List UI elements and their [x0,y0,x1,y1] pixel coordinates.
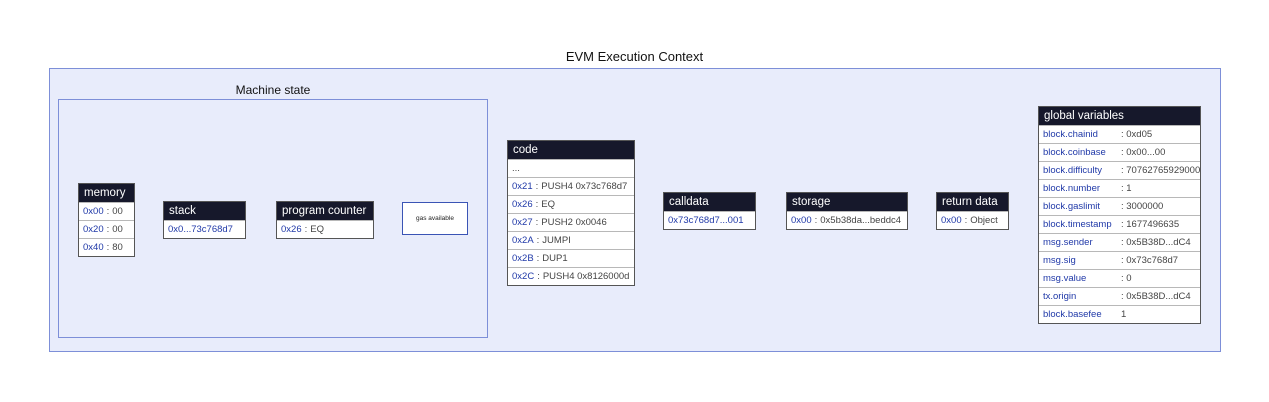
calldata-row: 0x73c768d7...001 [664,211,755,229]
calldata-header: calldata [664,193,755,211]
code-row: 0x2A:JUMPI [508,231,634,249]
memory-value: 00 [112,206,123,217]
code-row: 0x21:PUSH4 0x73c768d7 [508,177,634,195]
program-counter-row: 0x26:EQ [277,220,373,238]
memory-value: 80 [112,242,123,253]
memory-row: 0x00:00 [79,202,134,220]
storage-table: storage 0x00:0x5b38da...beddc4 [786,192,908,230]
code-offset: 0x27 [512,217,533,228]
code-opcode: PUSH4 0x73c768d7 [541,181,628,192]
code-offset: 0x2A [512,235,534,246]
storage-row: 0x00:0x5b38da...beddc4 [787,211,907,229]
memory-key: 0x40 [83,242,104,253]
global-variable-row: block.basefee 1 [1039,305,1200,323]
code-row: ... [508,159,634,177]
calldata-value: 0x73c768d7...001 [668,215,744,226]
global-variable-row: msg.value : 0 [1039,269,1200,287]
memory-header: memory [79,184,134,202]
memory-row: 0x40:80 [79,238,134,256]
program-counter-header: program counter [277,202,373,220]
return-data-value: Object [970,215,998,226]
stack-header: stack [164,202,245,220]
global-variable-value: : 0x73c768d7 [1121,255,1179,266]
code-offset: 0x21 [512,181,533,192]
code-offset: 0x2B [512,253,534,264]
program-counter-key: 0x26 [281,224,302,235]
global-variable-row: block.number : 1 [1039,179,1200,197]
code-row: 0x2B:DUP1 [508,249,634,267]
code-header: code [508,141,634,159]
global-variable-row: tx.origin : 0x5B38D...dC4 [1039,287,1200,305]
code-offset: 0x26 [512,199,533,210]
return-data-key: 0x00 [941,215,962,226]
code-table: code ... 0x21:PUSH4 0x73c768d7 0x26:EQ 0… [507,140,635,286]
global-variable-row: block.timestamp : 1677496635 [1039,215,1200,233]
program-counter-value: EQ [310,224,324,235]
memory-value: 00 [112,224,123,235]
code-opcode: EQ [541,199,555,210]
global-variable-row: block.difficulty : 70762765929000 [1039,161,1200,179]
memory-row: 0x20:00 [79,220,134,238]
global-variable-name: block.gaslimit [1043,201,1101,212]
global-variable-name: msg.sig [1043,255,1076,266]
global-variables-table: global variables block.chainid : 0xd05 bl… [1038,106,1201,324]
code-row: 0x2C:PUSH4 0x8126000d [508,267,634,285]
memory-table: memory 0x00:00 0x20:00 0x40:80 [78,183,135,257]
machine-state-title: Machine state [235,83,311,97]
global-variable-value: : 0 [1121,273,1132,284]
global-variable-value: : 1677496635 [1121,219,1180,230]
memory-key: 0x20 [83,224,104,235]
code-offset: 0x2C [512,271,535,282]
calldata-table: calldata 0x73c768d7...001 [663,192,756,230]
code-opcode: PUSH2 0x0046 [541,217,607,228]
storage-value: 0x5b38da...beddc4 [820,215,902,226]
storage-header: storage [787,193,907,211]
global-variable-row: block.coinbase : 0x00...00 [1039,143,1200,161]
global-variable-value: : 3000000 [1121,201,1164,212]
global-variable-value: : 0x5B38D...dC4 [1121,291,1191,302]
global-variable-value: 1 [1121,309,1127,320]
global-variable-name: block.timestamp [1043,219,1112,230]
global-variable-name: block.difficulty [1043,165,1102,176]
machine-state-box [58,99,488,338]
stack-value: 0x0...73c768d7 [168,224,233,235]
global-variable-name: msg.sender [1043,237,1093,248]
global-variable-row: msg.sender : 0x5B38D...dC4 [1039,233,1200,251]
global-variable-value: : 1 [1121,183,1132,194]
global-variable-name: block.coinbase [1043,147,1106,158]
global-variable-value: : 0x5B38D...dC4 [1121,237,1191,248]
return-data-table: return data 0x00:Object [936,192,1009,230]
global-variable-name: block.chainid [1043,129,1098,140]
stack-row: 0x0...73c768d7 [164,220,245,238]
code-ellipsis: ... [512,163,520,174]
code-row: 0x27:PUSH2 0x0046 [508,213,634,231]
return-data-header: return data [937,193,1008,211]
global-variable-value: : 0x00...00 [1121,147,1166,158]
code-opcode: DUP1 [542,253,568,264]
global-variable-name: tx.origin [1043,291,1077,302]
global-variable-row: block.gaslimit : 3000000 [1039,197,1200,215]
global-variables-header: global variables [1039,107,1200,125]
global-variable-name: block.basefee [1043,309,1102,320]
diagram-title: EVM Execution Context [565,49,704,64]
gas-available-box: gas available [402,202,468,235]
code-row: 0x26:EQ [508,195,634,213]
program-counter-table: program counter 0x26:EQ [276,201,374,239]
global-variable-row: msg.sig : 0x73c768d7 [1039,251,1200,269]
code-opcode: PUSH4 0x8126000d [542,271,630,282]
global-variable-name: block.number [1043,183,1101,194]
global-variable-name: msg.value [1043,273,1087,284]
storage-key: 0x00 [791,215,812,226]
code-opcode: JUMPI [542,235,571,246]
global-variable-value: : 70762765929000 [1121,165,1200,176]
global-variable-value: : 0xd05 [1121,129,1153,140]
global-variable-row: block.chainid : 0xd05 [1039,125,1200,143]
stack-table: stack 0x0...73c768d7 [163,201,246,239]
memory-key: 0x00 [83,206,104,217]
return-data-row: 0x00:Object [937,211,1008,229]
